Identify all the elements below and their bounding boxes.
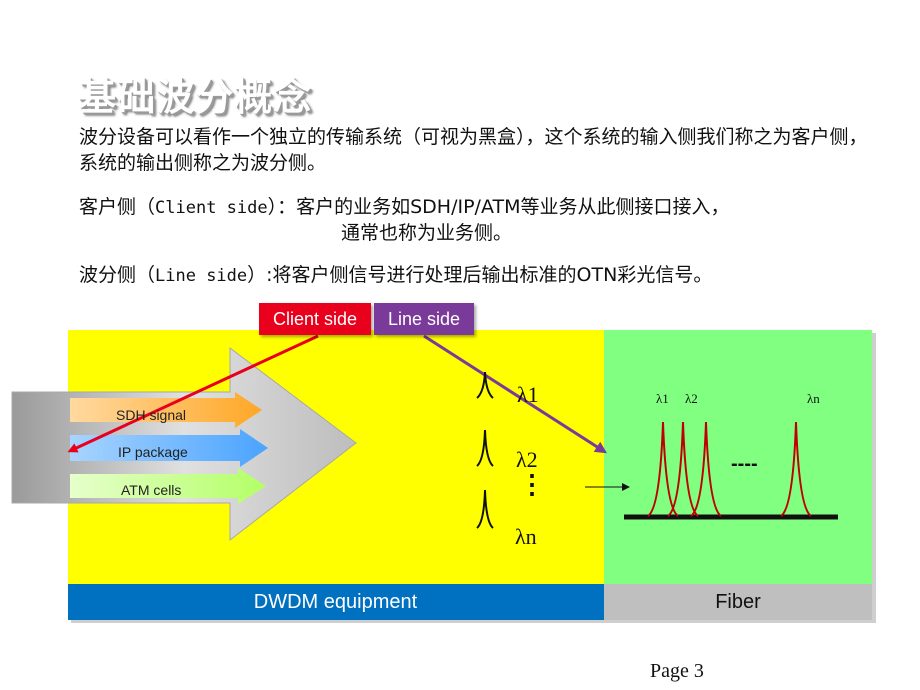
client-side-label: Client side [259,303,371,335]
dwdm-equipment-label: DWDM equipment [253,591,418,613]
atm-cells-label: ATM cells [121,482,182,498]
sdh-signal-arrow [70,392,262,428]
fiber-lambda-label-1: λ1 [656,391,669,406]
line-term: Line side [155,266,248,286]
fiber-area [604,330,872,585]
client-line2: 通常也称为业务侧。 [341,222,513,244]
atm-cells-arrow [70,468,266,504]
lambda-label-2: λ2 [516,447,538,472]
fiber-dots: ---- [731,453,758,475]
ip-package-arrow [70,429,268,467]
line-side-label: Line side [374,303,474,335]
fiber-peak-3 [690,421,722,517]
client-side-definition: 客户侧（Client side）：客户的业务如SDH/IP/ATM等业务从此侧接… [79,194,729,221]
lambda-label-n: λn [515,524,537,549]
client-term: Client side [155,198,268,218]
fiber-peak-n [780,421,812,517]
fiber-label: Fiber [715,591,761,613]
fiber-peak-2 [667,421,699,517]
slide-title: 基础波分概念 [78,75,313,119]
client-suffix: ）：客户的业务如SDH/IP/ATM等业务从此侧接口接入， [267,196,730,218]
lambda-label-1: λ1 [517,382,539,407]
wavelength-peak-n [476,489,494,529]
fiber-peak-1 [647,421,679,517]
client-side-arrow [67,334,319,453]
sdh-signal-label: SDH signal [116,407,187,423]
fiber-lambda-label-2: λ2 [685,391,698,406]
line-side-arrow [423,334,608,454]
fiber-lambda-label-n: λn [807,391,820,406]
dwdm-bar [68,584,604,620]
client-prefix: 客户侧（ [79,196,156,218]
ip-package-label: IP package [118,444,188,460]
intro-paragraph: 波分设备可以看作一个独立的传输系统（可视为黑盒），这个系统的输入侧我们称之为客户… [79,126,868,174]
wavelength-peak-2 [476,429,494,467]
line-prefix: 波分侧（ [79,264,156,286]
vertical-dots: ⋮ [519,470,545,499]
fiber-bar [604,584,872,620]
client-side-definition-line2: 通常也称为业务侧。 [79,220,512,246]
line-suffix: ）:将客户侧信号进行处理后输出标准的OTN彩光信号。 [247,264,713,286]
page-number: Page 3 [650,660,704,682]
wavelength-peak-1 [476,371,494,399]
line-side-definition: 波分侧（Line side）:将客户侧信号进行处理后输出标准的OTN彩光信号。 [79,262,712,289]
